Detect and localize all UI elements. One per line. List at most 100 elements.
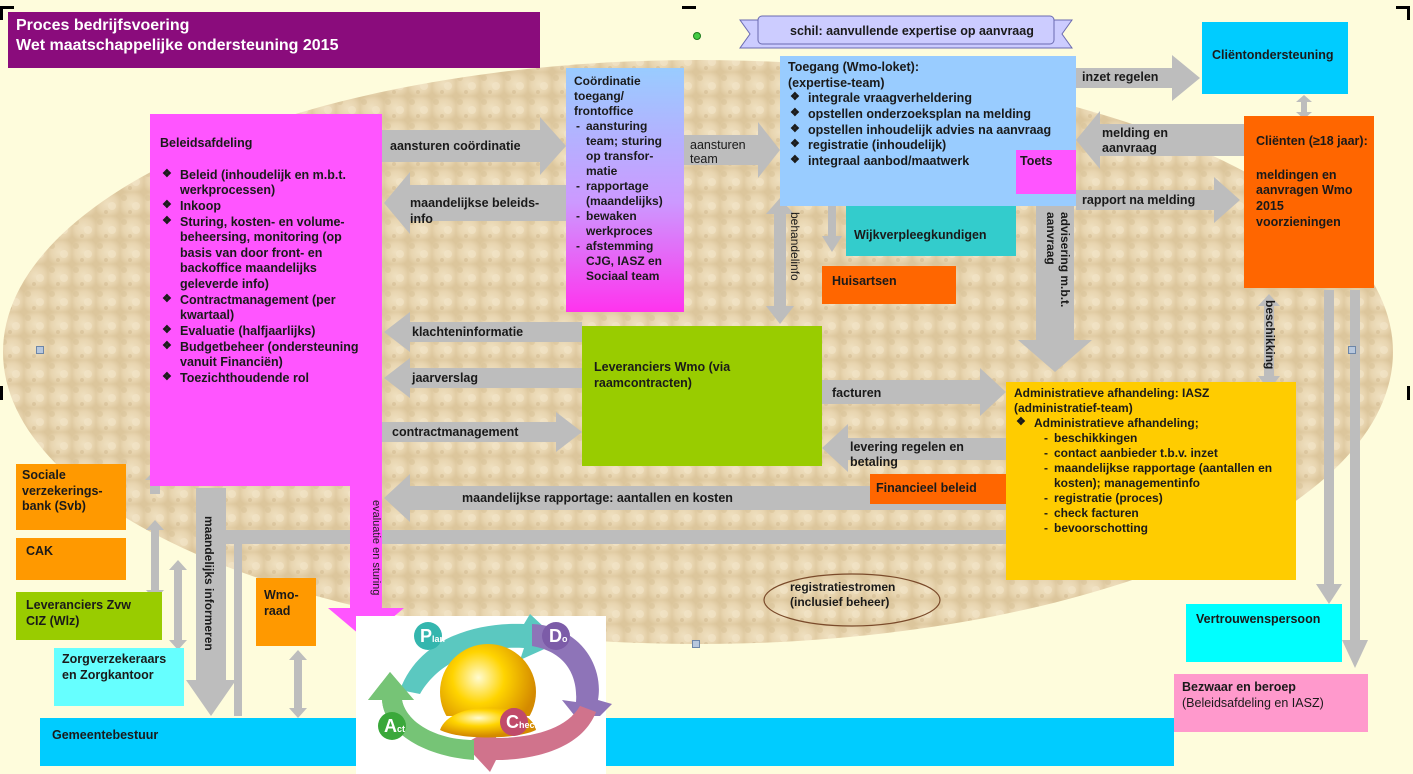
label-maandelijks-informeren: maandelijks informeren xyxy=(202,516,216,651)
bezwaar-subtitle: (Beleidsafdeling en IASZ) xyxy=(1182,695,1324,710)
arrow-maandelijkse-rapportage xyxy=(384,474,1006,522)
title-line-1: Proces bedrijfsvoering xyxy=(16,17,190,34)
label-levering-1: levering regelen en xyxy=(850,440,964,454)
coordinatie-title: Coördinatie toegang/ frontoffice xyxy=(574,74,641,118)
pdca-check-label: Check xyxy=(506,712,540,734)
list-item: check facturen xyxy=(1042,506,1290,521)
arrow-aansturen-team xyxy=(684,122,780,178)
clienten-body: meldingen en aanvragen Wmo 2015 voorzien… xyxy=(1256,167,1353,229)
zorgverzekeraars-box: Zorgverzekeraars en Zorgkantoor xyxy=(54,648,184,706)
label-jaarverslag: jaarverslag xyxy=(412,371,479,385)
selection-corner xyxy=(682,6,696,9)
pdca-plan-suffix: lan xyxy=(432,634,446,644)
arrow-behandelinfo xyxy=(766,198,794,324)
label-maandelijkse-beleidsinfo-1: maandelijkse beleids- xyxy=(410,196,540,210)
arrow-facturen xyxy=(822,368,1006,416)
arrow-contractmanagement xyxy=(382,412,582,452)
arrow-cak-updown xyxy=(146,520,164,600)
arrow-gemeente-line xyxy=(234,540,242,716)
administratie-title: Administratieve afhandeling: IASZ xyxy=(1014,386,1210,400)
vertrouwenspersoon-box: Vertrouwenspersoon xyxy=(1186,604,1342,662)
svb-box: Sociale verzekerings-bank (Svb) xyxy=(16,464,126,530)
list-item: opstellen inhoudelijk advies na aanvraag xyxy=(788,123,1068,139)
huisartsen-box: Huisartsen xyxy=(822,266,956,304)
title-line-2: Wet maatschappelijke ondersteuning 2015 xyxy=(16,37,339,54)
pdca-act-suffix: ct xyxy=(397,724,406,734)
list-item: aansturing team; sturing op transfor-mat… xyxy=(574,119,678,179)
coordinatie-box: Coördinatie toegang/ frontoffice aanstur… xyxy=(566,68,684,312)
resize-handle[interactable] xyxy=(36,346,44,354)
label-maandelijkse-beleidsinfo-2: info xyxy=(410,212,433,226)
beleidsafdeling-title: Beleidsafdeling xyxy=(160,136,253,150)
registratiestromen-label: registratiestromen (inclusief beheer) xyxy=(790,580,896,609)
administratie-main-list: Administratieve afhandeling; xyxy=(1014,416,1290,431)
pdca-do-label: Do xyxy=(549,626,568,648)
pdca-check-letter: C xyxy=(506,712,519,732)
rotate-handle[interactable] xyxy=(693,32,701,40)
arrow-beschikking xyxy=(1258,294,1280,390)
list-item: integraal aanbod/maatwerk xyxy=(788,154,1068,170)
toegang-list: integrale vraagverheldering opstellen on… xyxy=(788,91,1068,169)
label-levering-2: betaling xyxy=(850,455,898,469)
coordinatie-list: aansturing team; sturing op transfor-mat… xyxy=(574,119,678,284)
label-advisering: advisering m.b.t. aanvraag xyxy=(1044,212,1072,308)
leveranciers-zvw-box: Leveranciers Zvw CIZ (Wlz) xyxy=(16,592,162,640)
label-contractmanagement: contractmanagement xyxy=(392,425,519,439)
page-title: Proces bedrijfsvoering Wet maatschappeli… xyxy=(8,12,540,68)
toets-box: Toets xyxy=(1016,150,1076,194)
financieel-beleid-box: Financieel beleid xyxy=(870,474,1006,504)
label-rapport-na-melding: rapport na melding xyxy=(1082,193,1196,207)
selection-corner xyxy=(1407,6,1410,20)
arrow-advisering xyxy=(1018,205,1092,372)
gemeentebestuur-box: Gemeentebestuur xyxy=(40,718,1174,766)
resize-handle[interactable] xyxy=(1348,346,1356,354)
label-maandelijkse-rapportage: maandelijkse rapportage: aantallen en ko… xyxy=(462,491,733,505)
list-item: bevoorschotting xyxy=(1042,521,1290,536)
pdca-act-label: Act xyxy=(384,716,405,738)
list-item: bewaken werkproces xyxy=(574,209,678,239)
list-item: beschikkingen xyxy=(1042,431,1290,446)
list-item: opstellen onderzoeksplan na melding xyxy=(788,107,1068,123)
arrow-rapport-na-melding xyxy=(1076,177,1240,223)
cak-box: CAK xyxy=(16,538,126,580)
resize-handle[interactable] xyxy=(692,640,700,648)
label-melding-aanvraag-1: melding en xyxy=(1102,126,1168,140)
leveranciers-wmo-label: Leveranciers Wmo (via raamcontracten) xyxy=(594,360,731,390)
banner-label: schil: aanvullende expertise op aanvraag xyxy=(790,24,1034,38)
list-item: Evaluatie (halfjaarlijks) xyxy=(160,324,374,340)
toegang-title: Toegang (Wmo-loket): xyxy=(788,60,919,74)
list-item: rapportage (maandelijks) xyxy=(574,179,678,209)
list-item: afstemming CJG, IASZ en Sociaal team xyxy=(574,239,678,284)
pdca-plan-letter: P xyxy=(420,626,433,646)
arrow-klachteninformatie xyxy=(384,312,582,352)
label-aansturen-team-1: aansturen xyxy=(690,138,746,152)
selection-corner xyxy=(0,386,3,400)
label-evaluatie-sturing: evaluatie en sturing xyxy=(370,500,382,596)
label-inzet-regelen: inzet regelen xyxy=(1082,70,1159,84)
arrow-maandelijkse-beleidsinfo xyxy=(384,172,566,234)
selection-corner xyxy=(1407,386,1410,400)
label-behandelinfo: behandelinfo xyxy=(788,212,802,281)
arrow-huisartsen xyxy=(822,206,842,252)
arrow-aansturen-coordinatie xyxy=(382,117,566,175)
flow-arrows xyxy=(145,55,1368,718)
leveranciers-wmo-box: Leveranciers Wmo (via raamcontracten) xyxy=(582,326,822,466)
arrow-zorg-updown xyxy=(169,560,187,650)
administratie-subtitle: (administratief-team) xyxy=(1014,401,1133,415)
wijkverpleegkundigen-box: Wijkverpleegkundigen xyxy=(846,206,1016,256)
pdca-do-letter: D xyxy=(549,626,562,646)
arrow-client-vertrouwens xyxy=(1316,290,1342,604)
pdca-act-letter: A xyxy=(384,716,397,736)
selection-corner xyxy=(0,6,14,9)
list-item: Inkoop xyxy=(160,199,374,215)
arrow-registratiestromen xyxy=(208,524,1006,550)
selection-corner xyxy=(0,6,3,20)
arrow-levering-regelen xyxy=(822,424,1006,472)
list-item: Contractmanagement (per kwartaal) xyxy=(160,293,374,324)
list-item: Beleid (inhoudelijk en m.b.t. werkproces… xyxy=(160,168,374,199)
label-facturen: facturen xyxy=(832,386,882,400)
list-item: Administratieve afhandeling; xyxy=(1014,416,1290,431)
clienten-title: Cliënten (≥18 jaar): xyxy=(1256,134,1368,148)
administratie-list: beschikkingen contact aanbieder t.b.v. i… xyxy=(1014,431,1290,536)
